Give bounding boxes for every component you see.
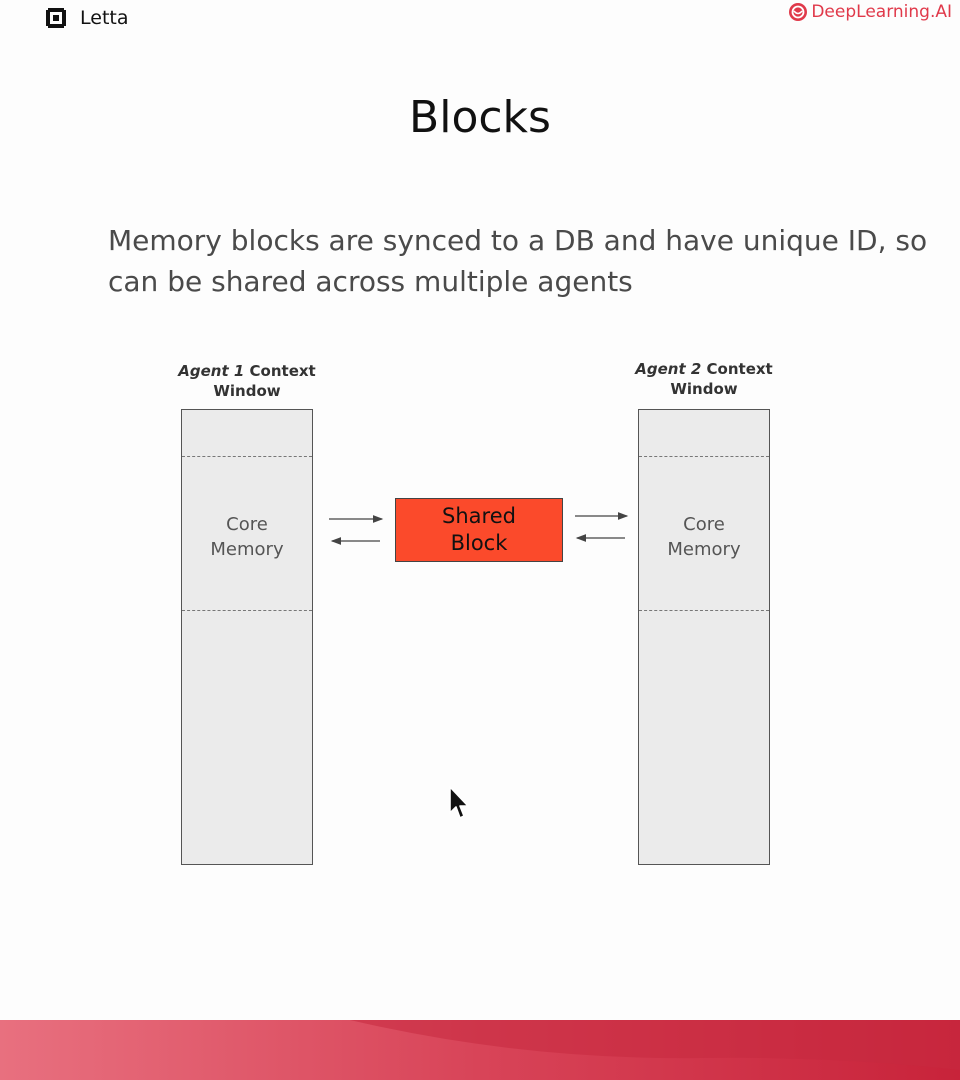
slide-title: Blocks — [409, 92, 551, 143]
shared-block-line1: Shared — [442, 504, 516, 528]
agent1-core-memory-label: Core Memory — [182, 512, 312, 562]
agent1-core-memory-top-divider — [182, 456, 312, 457]
agent2-label-context: Context — [701, 360, 773, 378]
agent1-context-window-box: Core Memory — [181, 409, 313, 865]
agent1-core-line2: Memory — [210, 539, 284, 560]
agent1-label-name: Agent 1 — [178, 362, 245, 380]
deeplearning-logo: DeepLearning.AI — [788, 2, 952, 22]
slide-subtitle: Memory blocks are synced to a DB and hav… — [108, 224, 928, 298]
mouse-cursor-icon — [449, 786, 469, 819]
agent1-label-window: Window — [213, 382, 281, 400]
agent1-context-window-label: Agent 1 Context Window — [147, 361, 347, 401]
agent2-context-window-box: Core Memory — [638, 409, 770, 865]
agent2-core-memory-bottom-divider — [639, 610, 769, 611]
agent1-core-memory-bottom-divider — [182, 610, 312, 611]
shared-block-line2: Block — [450, 531, 508, 555]
letta-logo-icon — [46, 8, 66, 28]
bottom-decorative-band — [0, 1020, 960, 1080]
agent2-context-window-label: Agent 2 Context Window — [604, 359, 804, 399]
deeplearning-logo-icon — [789, 3, 808, 21]
agent2-core-line1: Core — [683, 514, 725, 535]
agent2-label-window: Window — [670, 380, 738, 398]
agent2-label-name: Agent 2 — [635, 360, 702, 378]
letta-logo-text: Letta — [80, 7, 129, 29]
letta-logo: Letta — [44, 6, 128, 30]
agent1-core-line1: Core — [226, 514, 268, 535]
shared-block: Shared Block — [395, 498, 563, 562]
agent2-core-line2: Memory — [667, 539, 741, 560]
deeplearning-logo-text: DeepLearning.AI — [811, 2, 952, 22]
agent1-label-context: Context — [244, 362, 316, 380]
agent2-core-memory-label: Core Memory — [639, 512, 769, 562]
agent2-core-memory-top-divider — [639, 456, 769, 457]
